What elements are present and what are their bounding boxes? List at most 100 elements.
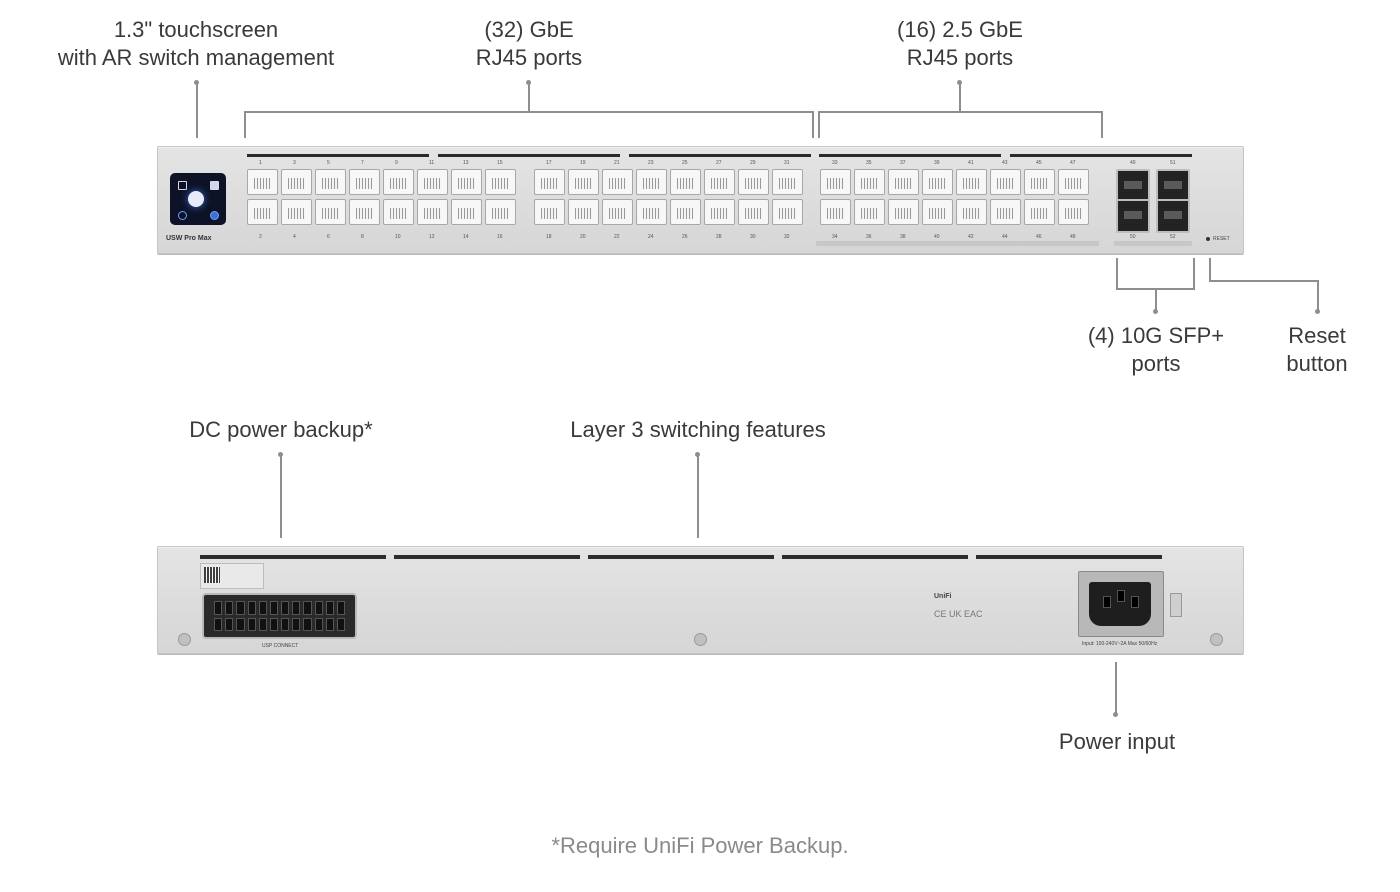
port-number-label: 9 (395, 160, 398, 166)
port-number-label: 49 (1130, 160, 1136, 166)
rj45-port-2[interactable] (247, 199, 278, 225)
sfp-port-51[interactable] (1156, 169, 1190, 203)
port-number-label: 29 (750, 160, 756, 166)
rj45-port-38[interactable] (888, 199, 919, 225)
rj45-port-6[interactable] (315, 199, 346, 225)
rj45-port-28[interactable] (704, 199, 735, 225)
certification-marks: CE UK EAC (934, 609, 983, 619)
callout-sfp-line1: (4) 10G SFP+ (1087, 323, 1225, 348)
port-number-label: 4 (293, 234, 296, 240)
rj45-port-11[interactable] (417, 169, 448, 195)
callout-sfp-line2: ports (1131, 351, 1181, 376)
rj45-port-44[interactable] (990, 199, 1021, 225)
rj45-port-41[interactable] (956, 169, 987, 195)
rj45-port-45[interactable] (1024, 169, 1055, 195)
leader-touchscreen (196, 82, 198, 138)
port-number-label: 20 (580, 234, 586, 240)
port-number-label: 21 (614, 160, 620, 166)
rj45-port-12[interactable] (417, 199, 448, 225)
rj45-port-36[interactable] (854, 199, 885, 225)
port-number-label: 42 (968, 234, 974, 240)
rj45-port-9[interactable] (383, 169, 414, 195)
port-number-label: 3 (293, 160, 296, 166)
port-number-label: 15 (497, 160, 503, 166)
rj45-port-27[interactable] (704, 169, 735, 195)
rj45-port-30[interactable] (738, 199, 769, 225)
port-number-label: 39 (934, 160, 940, 166)
rj45-port-35[interactable] (854, 169, 885, 195)
rj45-port-19[interactable] (568, 169, 599, 195)
rj45-port-8[interactable] (349, 199, 380, 225)
port-number-label: 48 (1070, 234, 1076, 240)
rj45-row (247, 169, 516, 195)
rj45-port-25[interactable] (670, 169, 701, 195)
rj45-port-31[interactable] (772, 169, 803, 195)
rj45-port-17[interactable] (534, 169, 565, 195)
callout-reset-button: Reset button (1267, 322, 1367, 378)
port-number-label: 30 (750, 234, 756, 240)
rj45-port-47[interactable] (1058, 169, 1089, 195)
rj45-port-13[interactable] (451, 169, 482, 195)
rj45-port-4[interactable] (281, 199, 312, 225)
port-number-label: 5 (327, 160, 330, 166)
leader-reset-vertical (1209, 258, 1211, 282)
port-number-label: 28 (716, 234, 722, 240)
rj45-port-15[interactable] (485, 169, 516, 195)
sfp-port-49[interactable] (1116, 169, 1150, 203)
callout-2-5gbe-line2: RJ45 ports (906, 45, 1014, 70)
rj45-port-26[interactable] (670, 199, 701, 225)
reset-button[interactable] (1206, 237, 1210, 241)
rj45-port-16[interactable] (485, 199, 516, 225)
ac-power-inlet[interactable] (1078, 571, 1164, 637)
port-number-label: 17 (546, 160, 552, 166)
leader-reset-horizontal (1209, 280, 1319, 282)
touchscreen-display[interactable] (170, 173, 226, 225)
rj45-row (820, 169, 1089, 195)
rj45-port-1[interactable] (247, 169, 278, 195)
rj45-port-39[interactable] (922, 169, 953, 195)
sfp-port-52[interactable] (1156, 199, 1190, 233)
screw-center (694, 633, 707, 646)
port-number-label: 32 (784, 234, 790, 240)
port-number-label: 24 (648, 234, 654, 240)
rj45-port-21[interactable] (602, 169, 633, 195)
rj45-port-40[interactable] (922, 199, 953, 225)
dc-connector-pin (258, 601, 267, 615)
rj45-port-7[interactable] (349, 169, 380, 195)
rj45-port-48[interactable] (1058, 199, 1089, 225)
rj45-port-33[interactable] (820, 169, 851, 195)
leader-sfp (1155, 289, 1157, 311)
sfp-port-50[interactable] (1116, 199, 1150, 233)
rj45-port-43[interactable] (990, 169, 1021, 195)
dc-connector-pin (247, 601, 256, 615)
dc-connector-pin (281, 617, 290, 631)
port-number-label: 33 (832, 160, 838, 166)
rj45-port-46[interactable] (1024, 199, 1055, 225)
rj45-port-29[interactable] (738, 169, 769, 195)
footnote: *Require UniFi Power Backup. (551, 833, 849, 858)
dc-connector-pin (314, 601, 323, 615)
rj45-port-14[interactable] (451, 199, 482, 225)
rj45-port-37[interactable] (888, 169, 919, 195)
rj45-2-5gbe-ports-33-48 (820, 169, 1089, 225)
vent-slot-5 (976, 555, 1162, 559)
rj45-row (534, 199, 803, 225)
rj45-port-42[interactable] (956, 199, 987, 225)
rj45-port-32[interactable] (772, 199, 803, 225)
port-number-label: 31 (784, 160, 790, 166)
dc-connector-pin (214, 617, 223, 631)
rj45-port-34[interactable] (820, 199, 851, 225)
dc-power-backup-connector[interactable] (202, 593, 357, 639)
dc-connector-pin (303, 601, 312, 615)
dc-connector-pin (247, 617, 256, 631)
rj45-ports-1-16 (247, 169, 516, 225)
rj45-port-20[interactable] (568, 199, 599, 225)
rj45-port-3[interactable] (281, 169, 312, 195)
rj45-port-23[interactable] (636, 169, 667, 195)
rj45-port-10[interactable] (383, 199, 414, 225)
dc-connector-pin (269, 617, 278, 631)
rj45-port-22[interactable] (602, 199, 633, 225)
rj45-port-24[interactable] (636, 199, 667, 225)
rj45-port-5[interactable] (315, 169, 346, 195)
rj45-port-18[interactable] (534, 199, 565, 225)
